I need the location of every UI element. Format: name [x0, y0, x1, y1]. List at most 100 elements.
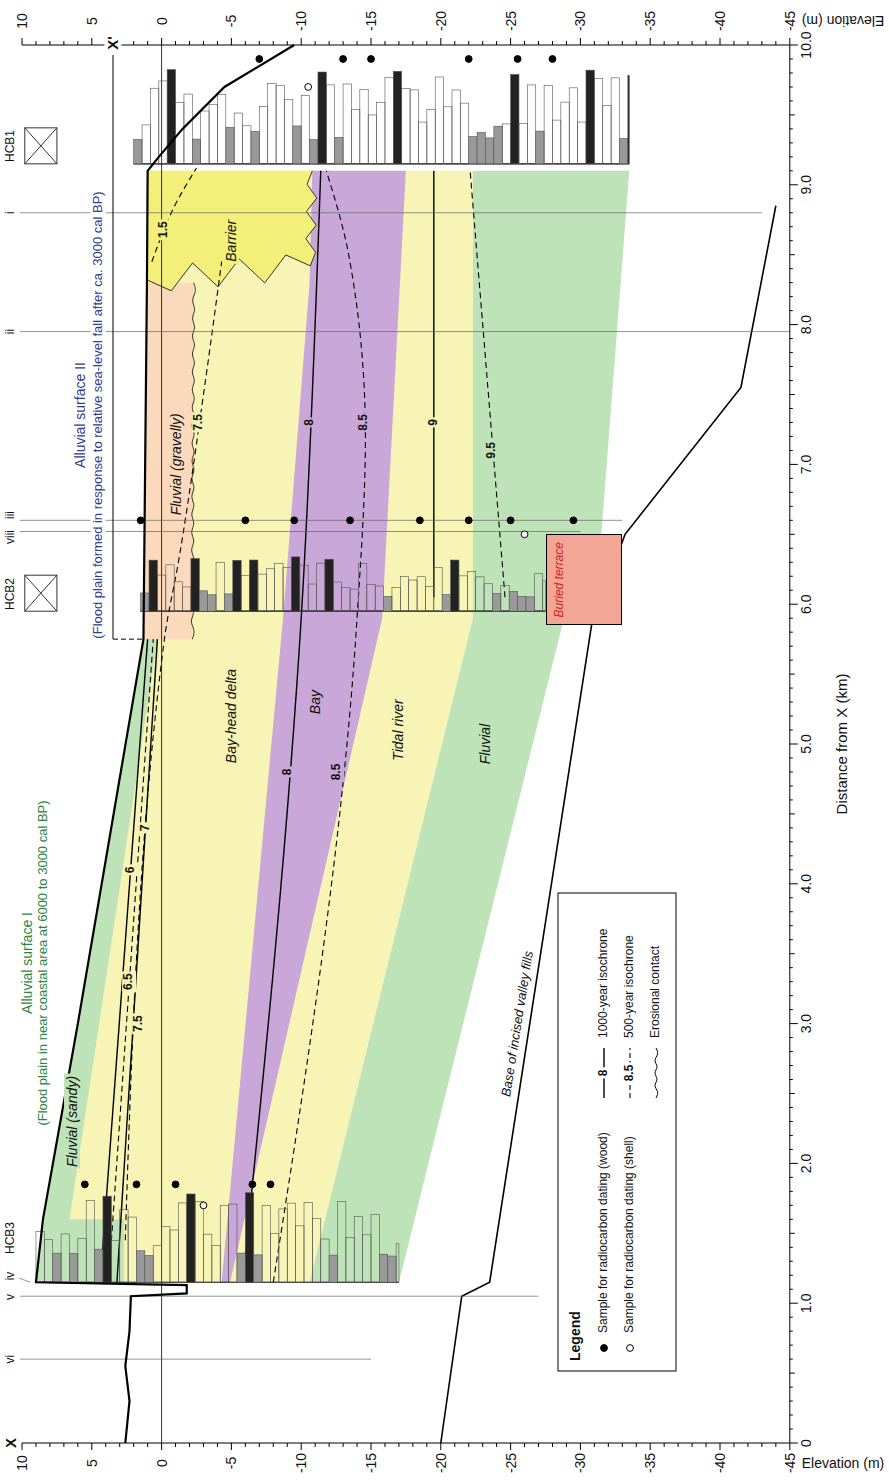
- tick-label: -20: [433, 1453, 449, 1473]
- core-log-bed: [220, 1205, 228, 1282]
- borehole-number: v: [4, 1294, 18, 1300]
- reference-borehole-line: [20, 1359, 371, 1360]
- isochrone-label: 8: [303, 417, 317, 428]
- core-log-bed: [385, 77, 393, 164]
- wood-sample-dot: [368, 56, 375, 63]
- axis-tick: [594, 41, 595, 45]
- core-log-bed: [375, 586, 383, 611]
- axis-tick: [790, 785, 793, 786]
- core-log-bed: [518, 596, 526, 611]
- axis-tick: [790, 156, 793, 157]
- core-log-bed: [178, 1203, 186, 1282]
- section-end-label: X: [2, 1438, 19, 1448]
- tick-label: -20: [433, 11, 449, 31]
- core-log-bed: [203, 1234, 211, 1282]
- axis-tick: [622, 1443, 623, 1447]
- core-log-bed: [53, 1253, 61, 1282]
- core-log-bed: [136, 1251, 144, 1282]
- axis-tick: [259, 41, 260, 45]
- facies-label: Tidal river: [389, 697, 405, 762]
- axis-tick: [357, 41, 358, 45]
- axis-tick: [790, 170, 793, 171]
- isochrone-label: 9: [427, 417, 441, 428]
- isochrone-1000-year: [433, 171, 434, 597]
- axis-tick: [301, 1443, 302, 1450]
- axis-tick: [692, 1443, 693, 1447]
- core-log-bed: [350, 589, 358, 611]
- tick-label: 4.0: [798, 874, 814, 893]
- core-log-bed: [409, 580, 417, 611]
- axis-tick: [287, 41, 288, 45]
- wood-sample-dot: [242, 517, 249, 524]
- axis-tick: [566, 41, 567, 45]
- wood-sample-dot: [172, 1181, 179, 1188]
- axis-tick: [790, 799, 793, 800]
- axis-tick: [790, 646, 793, 647]
- core-log-bed: [237, 1253, 245, 1282]
- borehole-number: vi: [4, 1355, 18, 1364]
- core-log-bed: [611, 78, 619, 164]
- core-log-bed: [435, 77, 443, 164]
- axis-tick: [63, 1443, 64, 1447]
- isochrone-label: 8.5: [357, 412, 371, 433]
- core-log-bed: [343, 84, 351, 164]
- core-log-bed: [509, 591, 517, 611]
- borehole-number: iii: [4, 511, 18, 519]
- axis-tick: [790, 380, 793, 381]
- axis-tick: [790, 897, 793, 898]
- tick-label: 0: [154, 1459, 170, 1467]
- axis-tick: [35, 41, 36, 45]
- axis-tick: [790, 744, 798, 745]
- axis-tick: [161, 1443, 162, 1450]
- core-log-bed: [293, 126, 301, 164]
- axis-tick: [790, 1051, 793, 1052]
- axis-line: [22, 1443, 790, 1444]
- core-log-bed: [192, 139, 200, 164]
- axis-tick: [454, 41, 455, 45]
- core-log-bed: [243, 126, 251, 164]
- axis-tick: [790, 506, 793, 507]
- core-top-box: [25, 128, 57, 164]
- core-log-bed: [259, 106, 267, 163]
- core-log-bed: [120, 1210, 128, 1283]
- axis-tick: [733, 41, 734, 45]
- axis-tick: [790, 422, 793, 423]
- core-log-bed: [226, 127, 234, 164]
- axis-tick: [747, 41, 748, 45]
- core-log-bed: [417, 577, 425, 611]
- tick-label: -15: [363, 1453, 379, 1473]
- core-log-bed: [460, 103, 468, 164]
- core-log-bed: [153, 1246, 161, 1283]
- axis-tick: [790, 226, 793, 227]
- axis-tick: [77, 41, 78, 45]
- core-log-bed: [536, 131, 544, 164]
- core-log-bed: [86, 1200, 94, 1282]
- axis-tick: [217, 41, 218, 45]
- axis-tick: [789, 1443, 790, 1450]
- axis-tick: [790, 1429, 793, 1430]
- core-log-bed: [187, 1194, 195, 1282]
- wood-sample-dot: [133, 1181, 140, 1188]
- facies-label: Fluvial (gravelly): [168, 411, 184, 517]
- legend-sample: [601, 1345, 608, 1352]
- facies-label: Fluvial: [477, 722, 493, 766]
- axis-tick: [790, 688, 793, 689]
- wood-sample-dot: [137, 517, 144, 524]
- tick-label: 1.0: [798, 1293, 814, 1312]
- axis-tick: [775, 41, 776, 45]
- terrace-label: Buried terrace: [547, 542, 566, 617]
- axis-tick: [790, 855, 793, 856]
- axis-tick: [287, 1443, 288, 1447]
- axis-tick: [790, 212, 793, 213]
- axis-tick: [790, 562, 793, 563]
- core-log-bed: [603, 105, 611, 163]
- axis-tick: [426, 1443, 427, 1447]
- core-name: HCB1: [4, 130, 18, 162]
- axis-tick: [622, 41, 623, 45]
- terrace-box: Buried terrace: [546, 534, 623, 625]
- wood-sample-dot: [347, 517, 354, 524]
- axis-tick: [790, 142, 793, 143]
- core-log-bed: [157, 575, 165, 611]
- axis-tick: [91, 38, 92, 45]
